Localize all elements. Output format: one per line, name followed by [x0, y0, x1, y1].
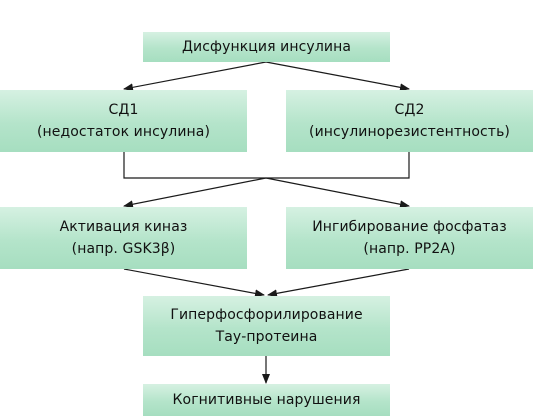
node-label: Гиперфосфорилирование — [170, 307, 363, 323]
node-label: Дисфункция инсулина — [181, 39, 351, 55]
edge-dysfunction-sd1 — [123, 61, 267, 92]
edge-merge-kinase — [123, 177, 267, 209]
node-cognitive-impairment: Когнитивные нарушения — [143, 384, 390, 416]
node-sublabel: Тау-протеина — [215, 329, 318, 345]
node-label: Активация киназ — [59, 219, 188, 235]
edge-merge-phosphatase — [265, 177, 410, 209]
node-diabetes-type2: СД2 (инсулинорезистентность) — [286, 90, 533, 152]
node-insulin-dysfunction: Дисфункция инсулина — [143, 32, 390, 62]
node-label: СД1 — [108, 102, 139, 118]
edge-phosphatase-hyperphos — [267, 268, 410, 298]
node-sublabel: (напр. PP2A) — [363, 241, 456, 257]
edge-kinase-hyperphos — [123, 268, 265, 298]
merge-bracket-sd — [123, 152, 410, 179]
node-phosphatase-inhibition: Ингибирование фосфатаз (напр. PP2A) — [286, 207, 533, 269]
node-diabetes-type1: СД1 (недостаток инсулина) — [0, 90, 247, 152]
node-tau-hyperphosphorylation: Гиперфосфорилирование Тау-протеина — [143, 296, 390, 356]
node-label: СД2 — [394, 102, 425, 118]
node-sublabel: (напр. GSK3β) — [71, 241, 176, 257]
edge-dysfunction-sd2 — [265, 61, 410, 92]
node-label: Когнитивные нарушения — [172, 392, 361, 408]
node-sublabel: (инсулинорезистентность) — [309, 124, 510, 140]
node-kinase-activation: Активация киназ (напр. GSK3β) — [0, 207, 247, 269]
node-sublabel: (недостаток инсулина) — [36, 124, 211, 140]
node-label: Ингибирование фосфатаз — [312, 219, 507, 235]
